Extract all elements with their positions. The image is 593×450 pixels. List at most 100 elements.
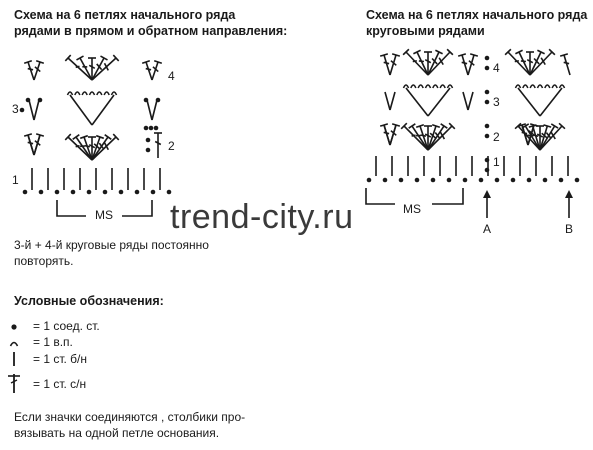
chart-dot [542, 177, 548, 183]
chart-chain-arc [446, 84, 454, 89]
chart-repeat-bracket [56, 200, 86, 217]
chart-dot [526, 177, 532, 183]
chart-dc-stitch [529, 51, 553, 76]
chart-dot [510, 177, 516, 183]
chart-v-line [33, 99, 40, 121]
chart-dc-cross [438, 57, 444, 66]
chart-dc-stitch [151, 61, 159, 81]
chart-dc-cross [27, 141, 34, 145]
chart-dot [134, 189, 140, 195]
chart-dc-stitch [389, 124, 397, 146]
chart-dc-cross [424, 133, 432, 138]
chart-dc-cross [390, 60, 397, 66]
chart-dc-top [79, 134, 89, 140]
chart-dc-top [64, 54, 72, 62]
chart-dot [414, 177, 420, 183]
chart-dc-stitch [539, 125, 549, 151]
chart-v-line [467, 91, 474, 111]
chart-dc-stitch [529, 51, 542, 76]
chart-dc-stitch [389, 54, 397, 76]
chart-dc-stitch [67, 57, 93, 81]
chart-dot [19, 107, 25, 113]
chart-dc-stitch [427, 125, 445, 151]
chart-dc-stitch [467, 54, 475, 76]
chart-dc-stitch [67, 136, 93, 161]
chart-dc-stitch [27, 61, 35, 81]
chart-dc-cross [431, 57, 438, 65]
footer-note-line2: вязывать на одной петле основания. [14, 426, 220, 440]
chart-dc-top [72, 134, 80, 140]
chart-dot [484, 157, 490, 163]
chart-dc-cross [532, 134, 539, 138]
chart-dc-cross [563, 61, 570, 65]
chart-dc-stitch [91, 136, 109, 161]
chart-dot [25, 97, 31, 103]
chart-dc-top [402, 48, 410, 56]
chart-dot [148, 125, 154, 131]
chart-dc-cross [520, 60, 527, 63]
chart-dc-stitch [383, 124, 391, 146]
chart-dc-stitch [531, 125, 541, 151]
right-row-number-1: 1 [493, 155, 500, 169]
chart-dc-top [446, 48, 454, 56]
chart-dc-stitch [427, 51, 451, 76]
chart-chain-arc [439, 84, 446, 89]
chart-dot [484, 123, 490, 129]
chart-repeat-bracket [122, 200, 153, 217]
chart-dc-top [431, 123, 441, 129]
chart-dc-stitch [563, 54, 571, 76]
chart-dc-stitch [403, 125, 429, 151]
chart-dot [574, 177, 580, 183]
chart-chain-arc [81, 91, 88, 96]
legend-label-dot: = 1 соед. ст. [33, 319, 100, 333]
chart-dc-stitch [517, 125, 541, 151]
chart-dot [484, 167, 490, 173]
chart-dc-cross [418, 60, 425, 63]
marker-a-arrowhead [483, 190, 491, 198]
chart-dc-stitch [33, 61, 41, 81]
chart-dc-stitch [27, 134, 35, 156]
chart-dc-cross [34, 66, 41, 73]
chart-chain-arc [536, 84, 544, 89]
chart-dc-top [558, 122, 566, 130]
chart-v-line [389, 91, 396, 111]
chart-dot [22, 189, 28, 195]
chart-dc-top [104, 134, 112, 140]
chart-dc-cross [533, 57, 540, 65]
chart-dot [70, 189, 76, 195]
chart-dc-stitch [91, 57, 117, 81]
chart-v-line [151, 99, 158, 121]
chart-dc-top [64, 133, 72, 141]
chart-dot [484, 99, 490, 105]
chart-chain-arc [522, 84, 529, 89]
chart-v-line [539, 87, 563, 117]
chart-dc-top [379, 53, 389, 57]
chart-dot [430, 177, 436, 183]
chart-dc-top [100, 55, 108, 61]
chart-dc-stitch [539, 125, 563, 151]
chart-v-line [517, 87, 541, 117]
chart-dc-top [95, 134, 105, 140]
chart-dc-top [379, 123, 389, 127]
chart-dot [143, 97, 149, 103]
chart-v-line [28, 99, 35, 121]
chart-v-line [69, 94, 93, 126]
chart-dc-top [440, 123, 448, 129]
chart-dc-top [415, 123, 425, 129]
chart-dot [484, 133, 490, 139]
chart-dc-top [514, 122, 522, 130]
chart-dc-cross [468, 60, 475, 66]
chart-dc-top [391, 123, 401, 127]
legend-label-crossed: = 1 ст. с/н [33, 377, 87, 391]
chart-dot [153, 125, 159, 131]
chart-dc-top [391, 53, 401, 57]
repeat-note-line2: повторять. [14, 254, 74, 268]
right-title-line2: круговыми рядами [366, 24, 485, 38]
chart-dc-cross [383, 61, 390, 65]
right-row-number-4: 4 [493, 61, 500, 75]
chart-dc-cross [420, 134, 427, 137]
chart-dc-cross [75, 65, 80, 69]
chart-dc-top [457, 53, 467, 57]
legend-label-arc: = 1 в.п. [33, 335, 73, 349]
chart-dc-top [528, 124, 537, 128]
